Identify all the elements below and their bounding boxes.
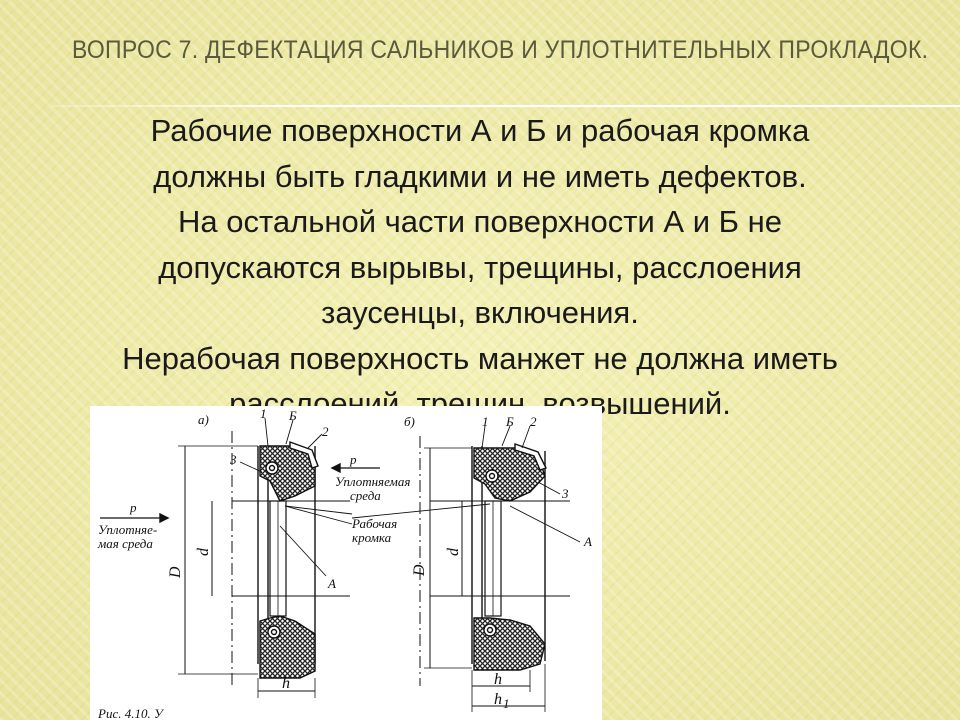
panel-b-label: б) (404, 414, 415, 429)
part-1-label: 1 (482, 414, 489, 429)
working-edge-label: Рабочая (351, 516, 397, 531)
part-3-label: 3 (561, 486, 569, 501)
body-line: Рабочие поверхности А и Б и рабочая кром… (150, 113, 810, 148)
body-line: допускаются вырывы, трещины, расслоения (158, 249, 802, 285)
medium-left-label: Уплотняе- (98, 522, 157, 537)
title-divider (52, 105, 960, 107)
surface-b-label: Б (505, 414, 514, 429)
figure-caption: Рис. 4.10. У (97, 706, 165, 720)
medium-top-label: Уплотняемая (335, 474, 410, 489)
body-line: должны быть гладкими и не иметь дефектов… (153, 158, 807, 194)
medium-top-label: среда (350, 488, 381, 503)
surface-b-label: Б (288, 408, 297, 423)
part-1-label: 1 (260, 406, 267, 421)
dim-d-inner-label: d (445, 547, 462, 556)
slide-title: ВОПРОС 7. ДЕФЕКТАЦИЯ САЛЬНИКОВ И УПЛОТНИ… (72, 36, 929, 64)
part-2-label: 2 (530, 414, 537, 429)
slide-body: Рабочие поверхности А и Б и рабочая кром… (30, 108, 930, 427)
seal-diagram-figure: а) б) 1 Б 2 3 1 Б 2 3 p Уплотняемая сред… (90, 406, 602, 720)
pressure-label: p (129, 500, 137, 515)
dim-d-outer-label: D (411, 564, 428, 577)
medium-left-label: мая среда (97, 536, 153, 551)
dim-d-inner-label: d (195, 547, 212, 556)
dim-h-label: h (282, 675, 290, 692)
body-line: Нерабочая поверхность манжет не должна и… (122, 340, 838, 376)
part-2-label: 2 (322, 424, 329, 439)
panel-b-drawing (351, 425, 581, 712)
seal-diagram: а) б) 1 Б 2 3 1 Б 2 3 p Уплотняемая сред… (97, 406, 592, 720)
body-line: На остальной части поверхности А и Б не (178, 204, 782, 239)
dim-h1-label: h (494, 691, 502, 708)
surface-a-label: А (583, 534, 592, 549)
pressure-label: p (349, 452, 357, 467)
panel-a-label: а) (198, 412, 209, 427)
dim-h-label: h (494, 671, 502, 688)
dim-d-outer-label: D (167, 566, 184, 579)
working-edge-label: кромка (352, 530, 392, 545)
part-3-label: 3 (229, 452, 237, 467)
panel-a-drawing (100, 417, 380, 698)
body-line: заусенцы, включения. (321, 295, 639, 330)
surface-a-label: А (327, 576, 336, 591)
dim-h1-subscript: 1 (503, 696, 510, 711)
